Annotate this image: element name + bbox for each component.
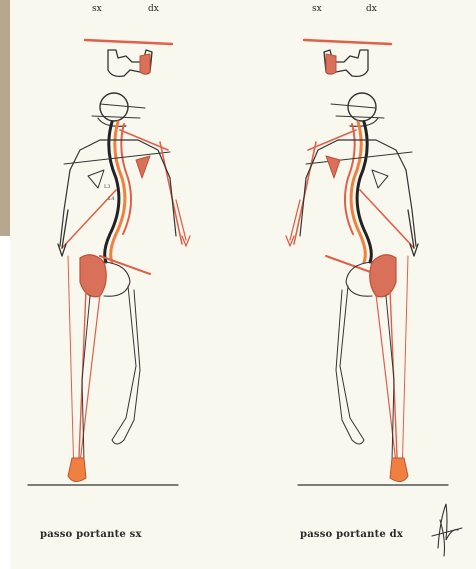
- right-mandible-shade: [326, 54, 336, 74]
- right-leg-black-2: [336, 286, 364, 444]
- right-torso-left: [406, 170, 416, 246]
- left-pelvis-outline: [104, 262, 130, 296]
- left-pelvis-red: [80, 255, 106, 297]
- right-foot: [390, 458, 408, 482]
- left-leg-black-2: [112, 286, 140, 444]
- left-jaw-plane-line: [85, 40, 172, 44]
- left-spine-note-2: L4: [108, 196, 115, 202]
- left-scapula-white: [88, 170, 104, 188]
- right-caption: passo portante dx: [300, 529, 403, 540]
- left-scapula-red: [136, 156, 150, 178]
- left-caption: passo portante sx: [40, 529, 142, 540]
- right-scapula-white: [372, 170, 388, 188]
- left-figure: L3 L4: [28, 40, 190, 485]
- right-pelvis-red: [370, 255, 396, 297]
- right-scapula-red: [326, 156, 340, 178]
- right-top-label-sx: sx: [312, 4, 322, 14]
- right-head-line: [336, 116, 384, 118]
- right-eye-line: [331, 104, 376, 108]
- right-top-label-dx: dx: [366, 4, 377, 14]
- left-torso-left: [60, 170, 70, 246]
- left-pelvis-line: [100, 256, 150, 274]
- left-head-line: [92, 116, 140, 118]
- right-jaw-plane-line: [304, 40, 391, 44]
- left-mandible-shade: [140, 54, 150, 74]
- left-leg-black: [82, 296, 90, 460]
- right-figure: [286, 40, 448, 485]
- left-leg-red-3: [68, 256, 74, 478]
- right-leg-red-3: [402, 256, 408, 478]
- right-leg-black: [386, 296, 394, 460]
- left-spine-note-1: L3: [104, 184, 111, 190]
- left-top-label-sx: sx: [92, 4, 102, 14]
- left-top-label-dx: dx: [148, 4, 159, 14]
- left-foot: [68, 458, 86, 482]
- left-eye-line: [100, 104, 145, 108]
- right-pelvis-line: [326, 256, 376, 274]
- signature-icon: [432, 504, 462, 556]
